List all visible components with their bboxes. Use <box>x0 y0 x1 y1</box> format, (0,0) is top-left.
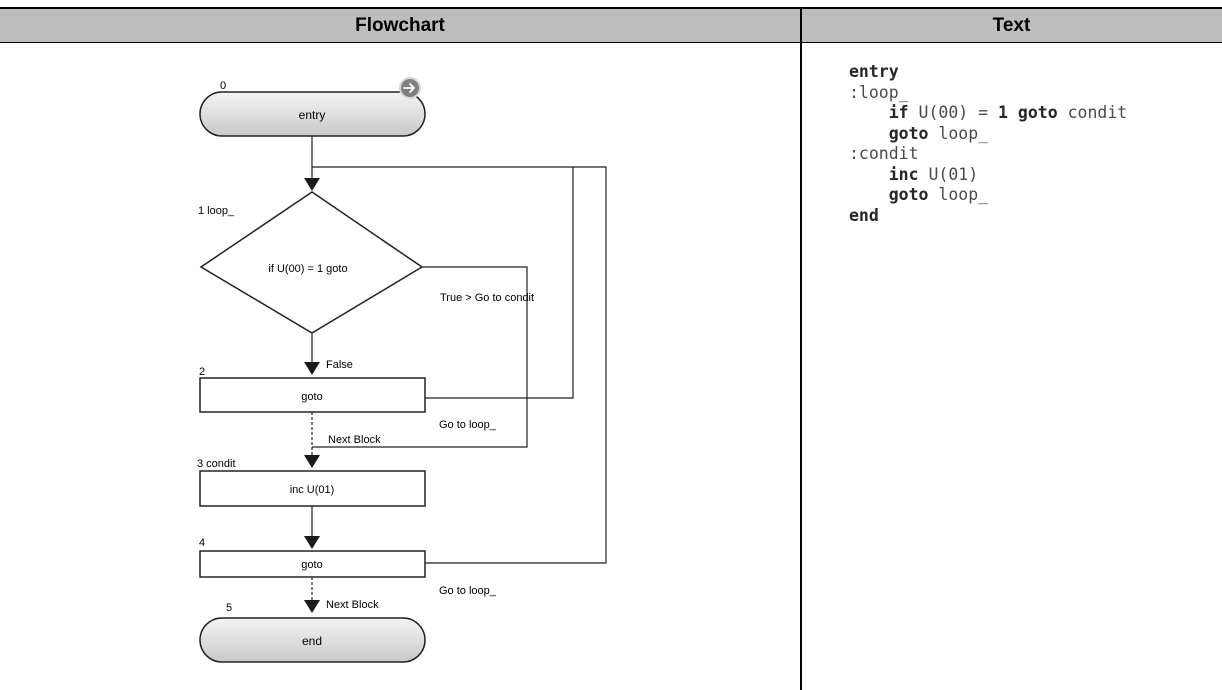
decision-node-label: if U(00) = 1 goto <box>268 263 347 275</box>
edge-label-go-to-loop-1: Go to loop_ <box>439 419 497 431</box>
end-node-label: end <box>302 634 322 648</box>
end-node <box>199 617 426 663</box>
table-header-row: Flowchart Text <box>0 7 1222 43</box>
arrowhead-goto2 <box>304 536 320 549</box>
code-keyword: goto <box>1017 103 1058 122</box>
process-node-condit <box>199 470 426 507</box>
code-text <box>1008 103 1018 122</box>
code-keyword: 1 <box>998 103 1008 122</box>
arrowhead-loop <box>304 178 320 191</box>
flowchart-column-header: Flowchart <box>355 15 445 36</box>
code-line: :condit <box>849 144 1127 165</box>
column-divider <box>800 7 802 690</box>
code-text <box>849 124 889 143</box>
decision-node-number-label: 1 loop_ <box>198 205 235 217</box>
arrowhead-goto1 <box>304 362 320 375</box>
process-node-goto-1 <box>199 377 426 413</box>
arrowhead-condit <box>304 455 320 468</box>
code-line: inc U(01) <box>849 165 1127 186</box>
code-text: condit <box>1057 103 1128 122</box>
code-keyword: entry <box>849 62 899 81</box>
code-text: U(00) = <box>908 103 999 122</box>
arrow-circle-right-icon <box>399 77 421 99</box>
edge-label-false: False <box>326 359 353 371</box>
process-node-goto-2 <box>199 550 426 578</box>
code-line: :loop_ <box>849 83 1127 104</box>
code-line: goto loop_ <box>849 185 1127 206</box>
code-text <box>849 103 889 122</box>
entry-node-label: entry <box>299 108 326 122</box>
edge-label-go-to-loop-2: Go to loop_ <box>439 585 497 597</box>
edge-goto2-to-loop <box>424 166 607 564</box>
end-node-number: 5 <box>226 602 232 614</box>
code-keyword: end <box>849 205 879 225</box>
arrowhead-end <box>304 600 320 613</box>
code-keyword: goto <box>888 123 929 143</box>
code-keyword: if <box>888 103 909 122</box>
edge-true-branch <box>312 266 528 448</box>
code-text <box>849 185 889 204</box>
code-text: :condit <box>849 144 919 163</box>
condit-label: inc U(01) <box>290 484 335 496</box>
goto-1-number: 2 <box>199 366 205 378</box>
code-text: U(01) <box>918 164 979 184</box>
code-line: entry <box>849 62 1127 83</box>
code-text: :loop_ <box>849 82 909 102</box>
code-keyword: goto <box>888 185 929 204</box>
code-keyword: inc <box>888 164 919 184</box>
code-text: loop_ <box>928 185 989 204</box>
code-text <box>849 165 889 184</box>
condit-number-label: 3 condit <box>197 458 236 470</box>
edge-label-true: True > Go to condit <box>440 292 534 304</box>
edge-label-next-block-2: Next Block <box>326 599 379 611</box>
edge-goto1-to-loop <box>312 166 574 399</box>
entry-node <box>199 91 426 137</box>
flowchart-diagram: entry 0 if U(00) = 1 goto 1 loop_ goto 2… <box>197 77 607 663</box>
code-line: end <box>849 206 1127 227</box>
decision-node-loop <box>199 191 424 334</box>
text-column-header: Text <box>992 15 1031 36</box>
code-line: if U(00) = 1 goto condit <box>849 103 1127 124</box>
goto-2-label: goto <box>301 559 322 571</box>
goto-2-number: 4 <box>199 537 205 549</box>
script-text: entry:loop_ if U(00) = 1 goto condit got… <box>849 62 1127 226</box>
code-text: loop_ <box>928 123 989 143</box>
entry-node-number: 0 <box>220 80 226 92</box>
edge-label-next-block-1: Next Block <box>328 434 381 446</box>
goto-1-label: goto <box>301 391 322 403</box>
code-line: goto loop_ <box>849 124 1127 145</box>
